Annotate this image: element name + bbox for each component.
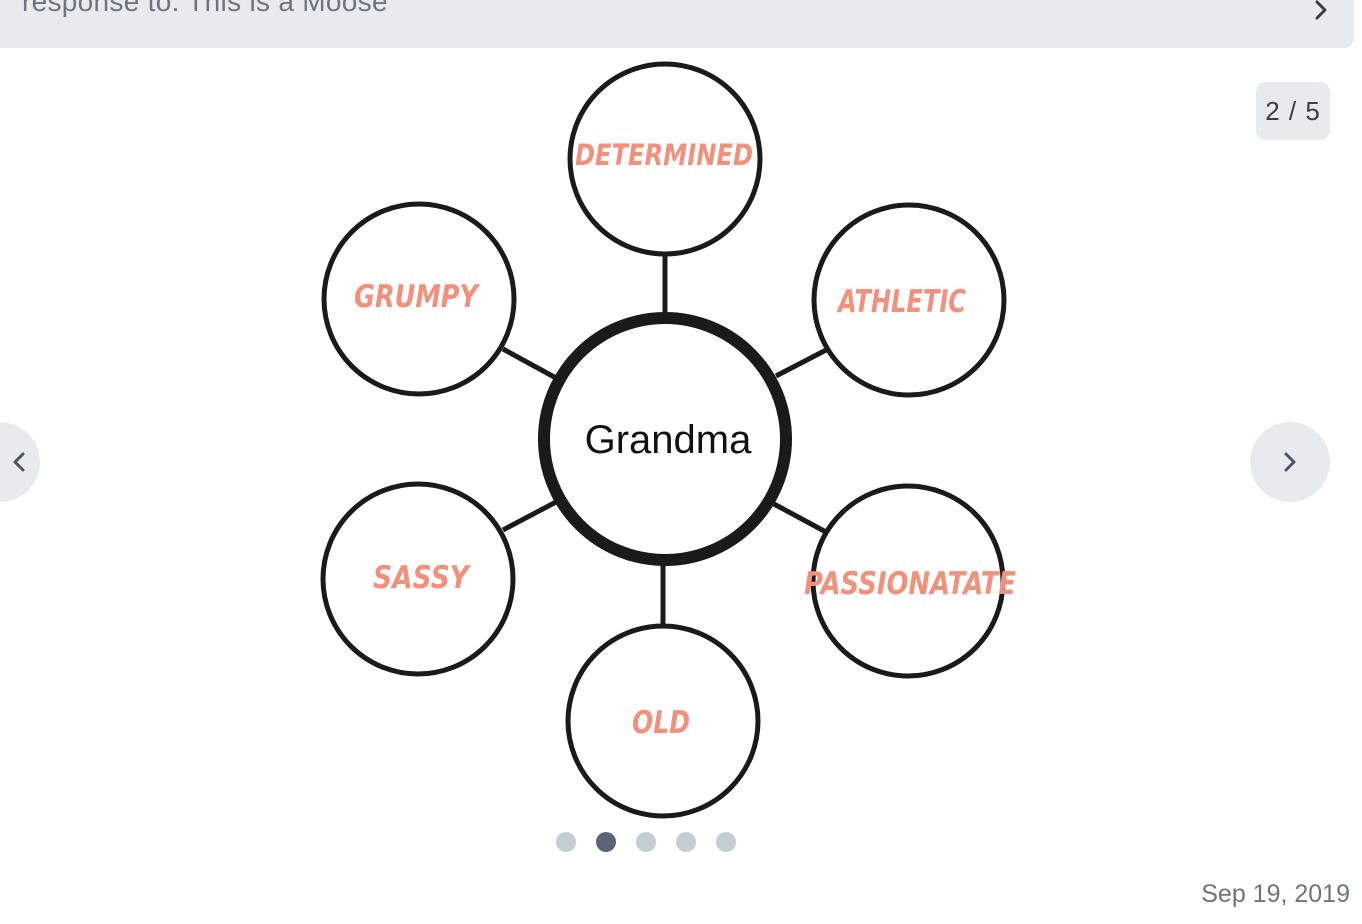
chevron-left-icon: [13, 452, 25, 472]
connector-bottom-right: [772, 501, 828, 535]
trait-circle-bottom-left: [320, 481, 516, 677]
trait-circle-top: [567, 61, 763, 257]
next-slide-button[interactable]: [1250, 422, 1330, 502]
response-to-text: response to: This is a Moose: [22, 0, 388, 17]
pagination-dot-3[interactable]: [636, 832, 656, 852]
trait-circle-top-right: [811, 202, 1007, 398]
chevron-right-icon: [1284, 452, 1296, 472]
connector-top-left: [501, 346, 558, 381]
trait-label-top-right: ATHLETIC: [836, 284, 967, 320]
post-date: Sep 19, 2019: [1201, 880, 1350, 908]
post-header-bar[interactable]: response to: This is a Moose: [0, 0, 1354, 48]
trait-label-bottom: OLD: [632, 705, 690, 741]
center-label: Grandma: [585, 418, 752, 462]
pagination-dot-2[interactable]: [596, 832, 616, 852]
pagination-dot-5[interactable]: [716, 832, 736, 852]
trait-label-bottom-left: SASSY: [373, 560, 472, 596]
carousel-pagination: [556, 832, 736, 852]
center-circle: [538, 312, 792, 566]
pagination-dot-1[interactable]: [556, 832, 576, 852]
trait-label-top-left: GRUMPY: [354, 279, 481, 315]
trait-circle-bottom-right: [810, 483, 1006, 679]
chevron-right-icon[interactable]: [1310, 0, 1334, 24]
pagination-dot-4[interactable]: [676, 832, 696, 852]
connector-top-right: [774, 346, 830, 379]
trait-circle-top-left: [321, 201, 517, 397]
connector-bottom-left: [501, 499, 558, 533]
trait-circle-bottom: [565, 623, 761, 819]
trait-label-bottom-right: PASSIONATATE: [804, 566, 1016, 602]
trait-label-top: DETERMINED: [575, 138, 753, 172]
slide-counter: 2 / 5: [1256, 82, 1330, 140]
